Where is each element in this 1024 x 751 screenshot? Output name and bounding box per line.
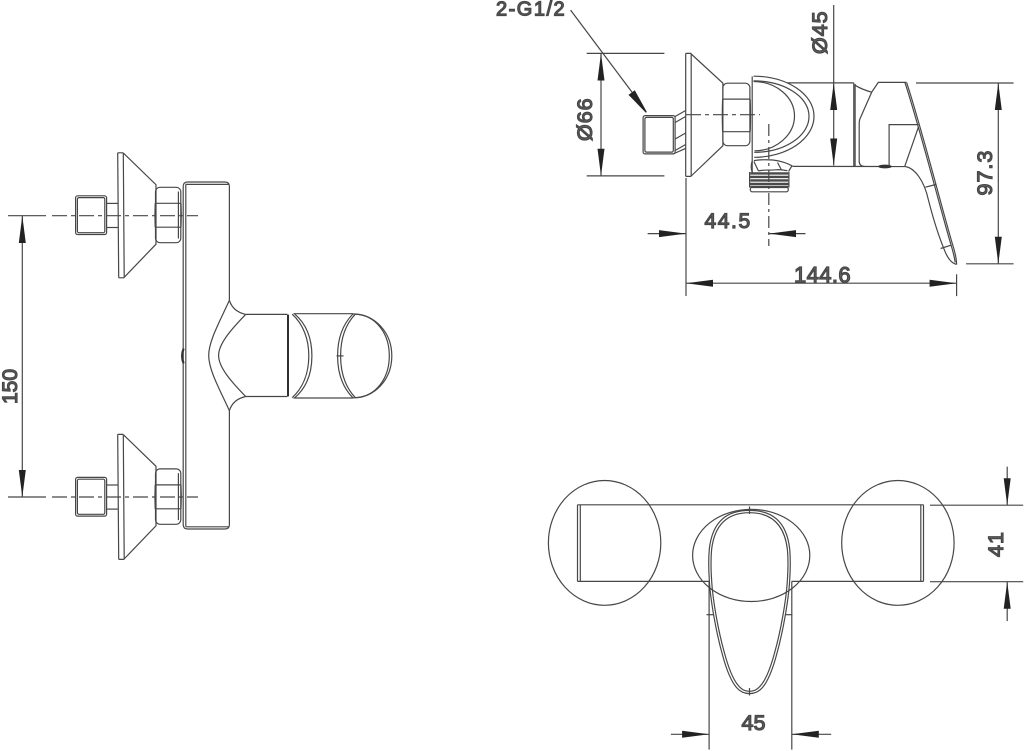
- svg-text:Ø45: Ø45: [808, 10, 832, 54]
- svg-text:Ø66: Ø66: [573, 97, 597, 141]
- svg-text:44.5: 44.5: [705, 210, 752, 233]
- svg-text:150: 150: [0, 369, 22, 404]
- svg-text:41: 41: [984, 531, 1008, 557]
- svg-text:144.6: 144.6: [794, 263, 851, 288]
- svg-text:2-G1/2: 2-G1/2: [496, 0, 566, 21]
- svg-text:97.3: 97.3: [973, 150, 997, 196]
- svg-text:45: 45: [742, 711, 766, 735]
